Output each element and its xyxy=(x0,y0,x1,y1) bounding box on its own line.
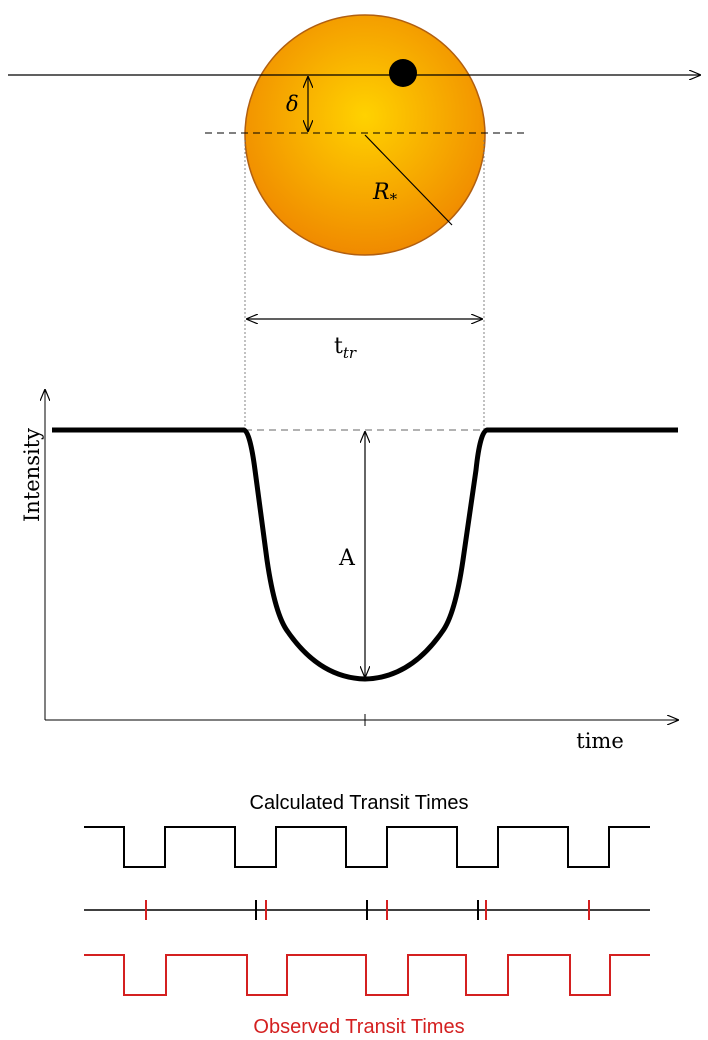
light-curve-plot: Intensity time A xyxy=(20,390,678,753)
light-curve xyxy=(52,427,678,682)
radius-label: R* xyxy=(372,180,398,208)
delta-label: δ xyxy=(286,92,299,116)
calculated-title: Calculated Transit Times xyxy=(250,792,469,814)
observed-ticks xyxy=(145,900,590,920)
observed-title: Observed Transit Times xyxy=(253,1016,464,1038)
x-axis-label: time xyxy=(576,729,624,753)
calculated-ticks xyxy=(255,900,479,920)
planet-disk xyxy=(389,59,417,87)
transit-duration-group: ttr xyxy=(244,140,485,430)
calculated-transit-wave xyxy=(84,826,650,868)
star-group: δ R* xyxy=(8,14,700,256)
depth-label: A xyxy=(338,546,356,571)
transit-times-group: Calculated Transit Times Observed Transi… xyxy=(84,792,650,1038)
star-radius-line xyxy=(364,134,453,226)
duration-label: ttr xyxy=(334,334,357,362)
y-axis-label: Intensity xyxy=(20,428,44,522)
observed-transit-wave xyxy=(84,954,650,996)
